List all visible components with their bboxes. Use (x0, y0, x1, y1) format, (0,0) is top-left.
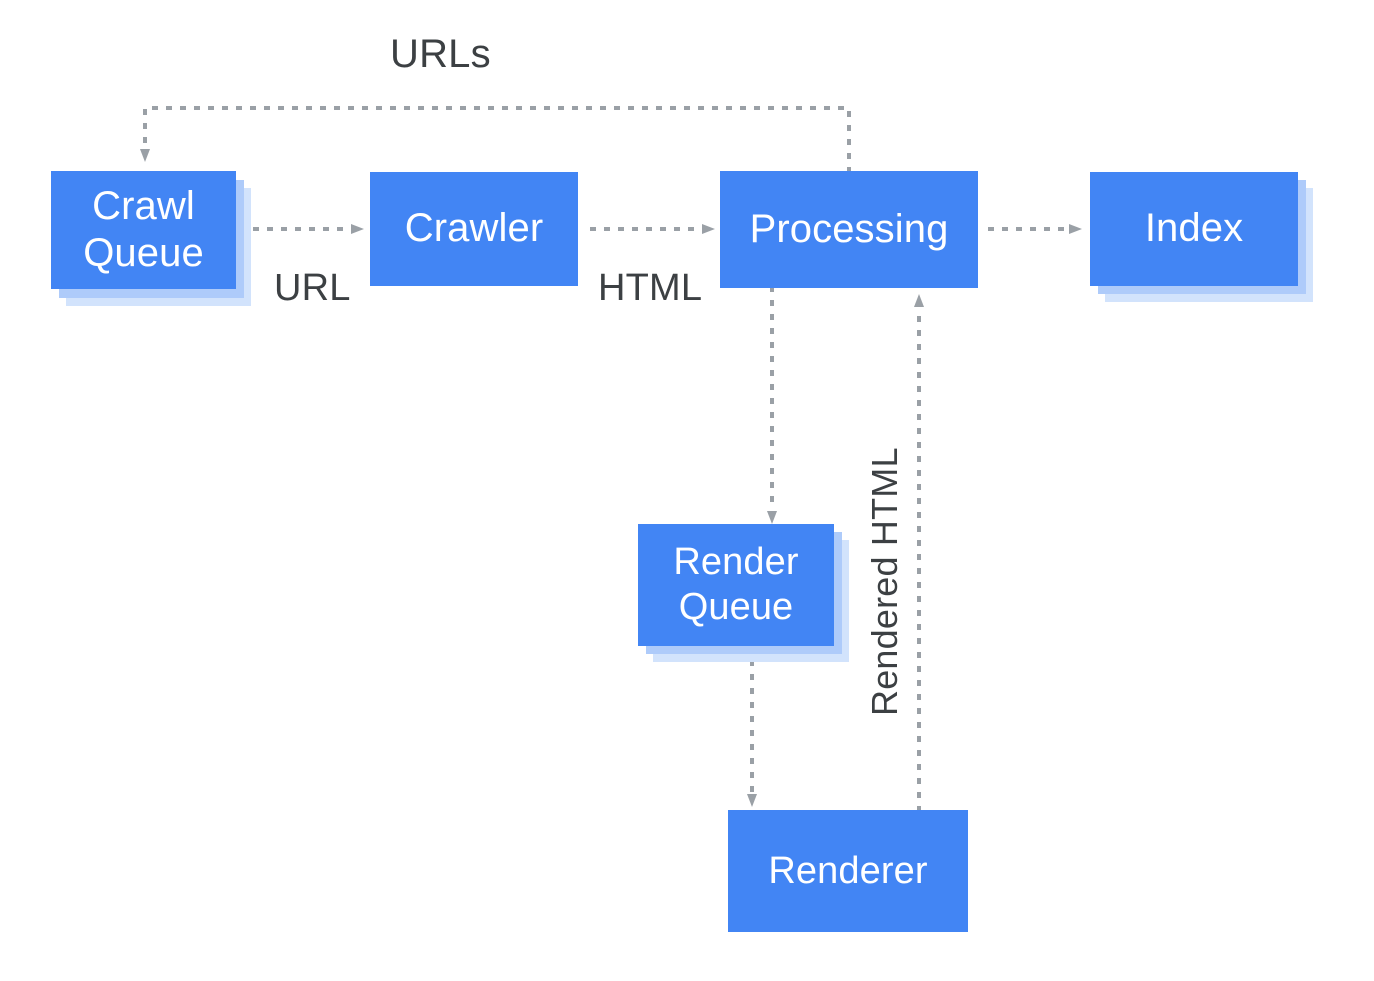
node-crawl-queue-fill (51, 171, 236, 289)
node-processing-label: Processing (749, 206, 949, 251)
node-index-fill (1090, 172, 1298, 286)
node-index-label: Index (1144, 206, 1244, 251)
node-crawl-queue-label: Crawl Queue (83, 183, 204, 275)
node-crawler-fill (370, 172, 578, 286)
node-render-queue[interactable]: Render Queue (638, 524, 834, 646)
node-render-queue-fill (638, 524, 834, 646)
edge-label-url: URL (274, 267, 351, 309)
node-renderer-fill (728, 810, 968, 932)
node-crawl-queue[interactable]: Crawl Queue (51, 171, 236, 289)
node-crawler-label: Crawler (404, 206, 544, 251)
node-render-queue-label: Render Queue (673, 541, 799, 628)
edge-label-rendered-html: Rendered HTML (864, 447, 905, 716)
node-processing-fill (720, 171, 978, 288)
node-renderer-label: Renderer (768, 849, 928, 892)
node-processing[interactable]: Processing (720, 171, 978, 288)
edge-processing-to-crawl-queue (140, 106, 851, 173)
node-index[interactable]: Index (1090, 172, 1298, 286)
node-renderer[interactable]: Renderer (728, 810, 968, 932)
edge-label-html: HTML (598, 267, 703, 309)
edge-label-urls: URLs (390, 32, 491, 76)
node-crawler[interactable]: Crawler (370, 172, 578, 286)
